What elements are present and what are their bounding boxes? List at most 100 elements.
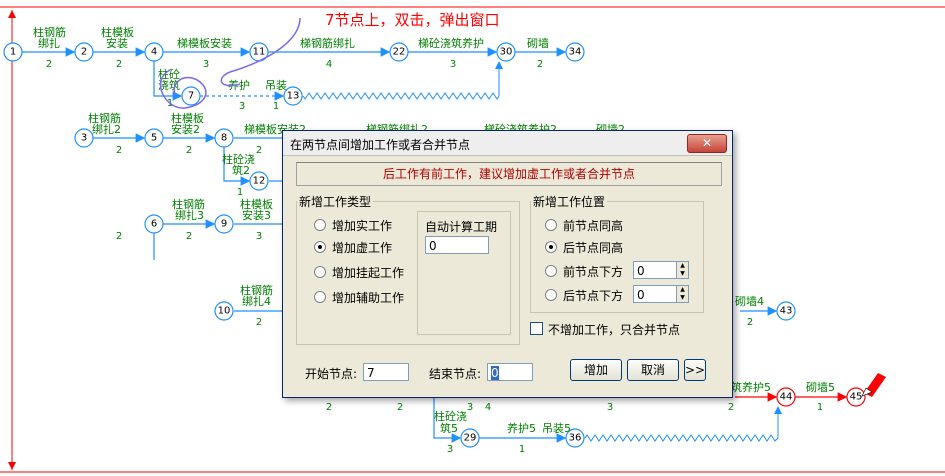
node-6[interactable]: 6 [144,214,164,234]
node-circle [144,42,164,62]
duration-label: 4 [485,402,491,413]
work-label: 安装 [106,36,128,50]
node-36[interactable]: 36 [565,428,585,448]
merge-only-checkbox[interactable] [530,322,543,335]
below-prev-node-spinner[interactable]: ▲▼ [677,261,689,279]
node-9[interactable]: 9 [214,214,234,234]
node-circle [776,301,796,321]
node-1[interactable]: 1 [3,42,23,62]
arrow-4-7[interactable] [153,61,183,101]
close-button[interactable]: ✕ [687,134,727,153]
node-circle [214,214,234,234]
node-22[interactable]: 22 [389,42,409,62]
node-circle [496,42,516,62]
node-circle [214,301,234,321]
add-work-dialog[interactable]: 在两节点间增加工作或者合并节点 ✕ 后工作有前工作，建议增加虚工作或者合并节点 … [282,130,733,398]
radio-add-aux-work[interactable]: 增加辅助工作 [314,289,404,306]
node-circle [74,128,94,148]
radio-label: 增加挂起工作 [332,266,405,280]
radio-label: 前节点下方 [563,265,624,279]
work-label: 柱钢筋 [240,283,273,297]
node-number: 34 [569,47,582,58]
add-button[interactable]: 增加 [570,359,622,381]
node-circle [3,42,23,62]
node-circle [283,86,303,106]
radio-below-next-node[interactable]: 后节点下方 [545,287,623,304]
radio-below-prev-node[interactable]: 前节点下方 [545,263,623,280]
duration-label: 3 [450,59,456,70]
node-number: 5 [151,133,157,144]
work-label: 梯模板安装 [177,36,232,50]
below-next-node-input[interactable]: 0 [633,285,677,303]
radio-add-hang-work[interactable]: 增加挂起工作 [314,264,404,281]
node-number: 36 [569,433,582,444]
duration-label: 2 [116,59,122,70]
node-number: 7 [188,91,194,102]
duration-label: 1 [237,187,243,198]
node-30[interactable]: 30 [496,42,516,62]
radio-add-real-work[interactable]: 增加实工作 [314,217,392,234]
radio-dot [545,219,557,231]
merge-only-label: 不增加工作，只合并节点 [548,323,681,337]
duration-label: 2 [116,231,122,242]
node-12[interactable]: 12 [249,171,269,191]
radio-label: 后节点同高 [563,241,624,255]
node-34[interactable]: 34 [565,42,585,62]
arrow-8-12[interactable] [223,147,251,186]
node-number: 3 [81,133,87,144]
node-8[interactable]: 8 [214,128,234,148]
free-float-wave-13-30[interactable] [302,61,503,100]
arrow-into-29[interactable] [433,396,462,443]
cancel-button[interactable]: 取消 [627,359,679,381]
node-number: 44 [780,392,793,403]
radio-add-dummy-work[interactable]: 增加虚工作 [314,239,392,256]
node-44[interactable]: 44 [776,387,796,407]
below-prev-node-input[interactable]: 0 [633,261,677,279]
node-10[interactable]: 10 [214,301,234,321]
annotation-text: 7节点上，双击，弹出窗口 [325,11,500,29]
node-number: 1 [10,47,16,58]
work-label: 柱砼浇 [222,152,255,166]
node-3[interactable]: 3 [74,128,94,148]
dialog-titlebar[interactable]: 在两节点间增加工作或者合并节点 ✕ [283,131,732,156]
end-node-input[interactable]: 0 [487,363,533,381]
node-45[interactable]: 45 [846,387,866,407]
axis-arrow-down [8,462,16,470]
end-node-value: 0 [491,366,499,380]
node-number: 22 [393,47,406,58]
start-node-input[interactable]: 7 [363,363,409,381]
work-position-legend: 新增工作位置 [533,195,606,209]
radio-dot-selected [314,241,326,253]
auto-calc-input[interactable]: 0 [425,236,489,254]
work-label: 柱模板 [171,111,204,125]
duration-label: 2 [747,317,753,328]
radio-label: 增加虚工作 [332,241,393,255]
work-label: 筑2 [232,163,250,177]
node-circle [144,214,164,234]
node-number: 10 [218,306,231,317]
work-label: 筑养护5 [731,380,771,394]
work-label: 柱钢筋 [33,25,66,39]
advice-message: 后工作有前工作，建议增加虚工作或者合并节点 [296,162,722,186]
work-label: 绑扎 [38,36,60,50]
node-13[interactable]: 13 [283,86,303,106]
node-circle [144,128,164,148]
axis-arrow-up [8,10,16,18]
node-circle [846,387,866,407]
free-float-wave-36-44[interactable] [584,406,782,442]
node-4[interactable]: 4 [144,42,164,62]
work-label: 筑5 [440,421,458,435]
end-node-label: 结束节点: [429,367,482,381]
node-29[interactable]: 29 [460,428,480,448]
more-button[interactable]: >> [684,359,706,381]
node-43[interactable]: 43 [776,301,796,321]
node-7[interactable]: 7 [181,86,201,106]
work-label: 吊装 [265,79,287,92]
radio-prev-node-level[interactable]: 前节点同高 [545,217,623,234]
node-5[interactable]: 5 [144,128,164,148]
radio-next-node-level[interactable]: 后节点同高 [545,239,623,256]
below-next-node-spinner[interactable]: ▲▼ [677,285,689,303]
radio-label: 后节点下方 [563,289,624,303]
node-2[interactable]: 2 [74,42,94,62]
